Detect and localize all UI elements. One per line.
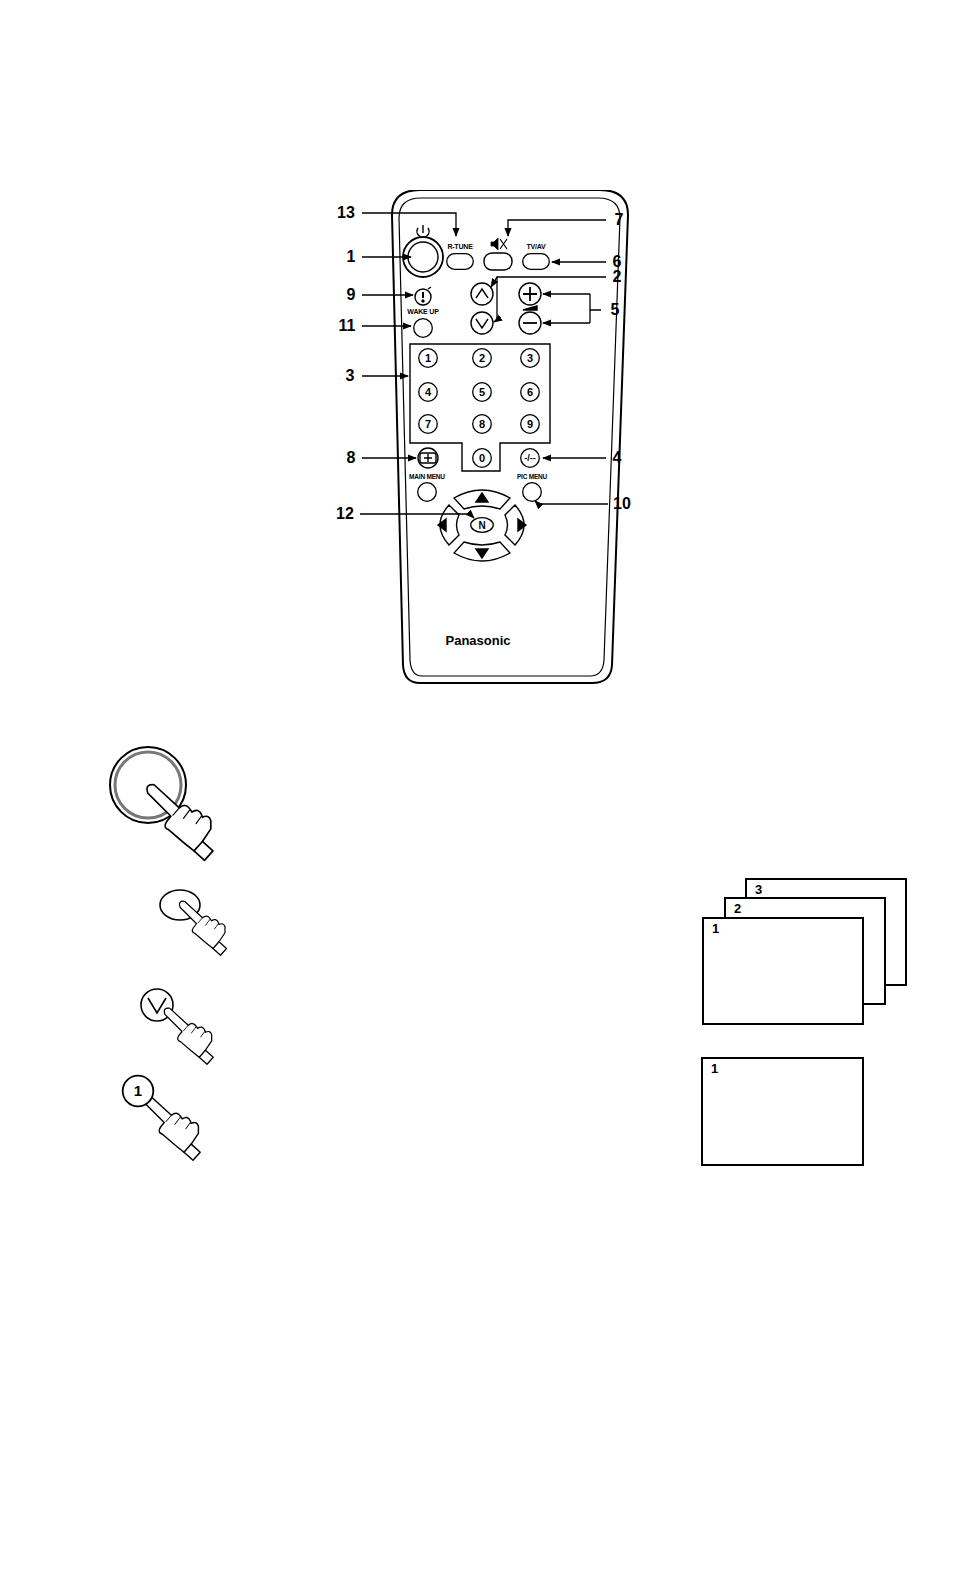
round-button: -/-- [520, 448, 540, 468]
button-outline [417, 482, 437, 502]
callout-number: 6 [613, 254, 622, 270]
callout-number: 7 [615, 212, 624, 228]
remote-outline [388, 190, 629, 684]
button-outline [522, 482, 542, 502]
callout-number: 1 [347, 249, 356, 265]
round-button: 5 [472, 382, 492, 402]
remote-body: Panasonic R-TUNE TV/AV WAKE UP 1 2 3 4 5 6 7 8 9 0 -/-… [388, 190, 629, 684]
button-label: 1 [425, 352, 431, 364]
button-outline [522, 253, 550, 270]
callout-number: 5 [611, 302, 620, 318]
callout-number: 3 [346, 368, 355, 384]
button-outline [446, 253, 474, 270]
round-button: 4 [418, 382, 438, 402]
button-label: 8 [479, 418, 485, 430]
brand-name: Panasonic [445, 634, 510, 648]
button-label: 1 [134, 1083, 142, 1099]
labelled-button: WAKE UP [407, 308, 438, 338]
callout-number: 8 [347, 450, 356, 466]
round-button: 0 [472, 448, 492, 468]
channel-number: 2 [734, 902, 876, 916]
button-outline [413, 318, 433, 338]
round-button: 8 [472, 414, 492, 434]
callout-number: 12 [336, 506, 354, 522]
round-button: 9 [520, 414, 540, 434]
button-label: MAIN MENU [409, 473, 445, 481]
tv-screen: 1 [702, 917, 864, 1025]
button-label: 5 [479, 386, 485, 398]
callout-number: 10 [613, 496, 631, 512]
round-button: 2 [472, 348, 492, 368]
callout-number: 13 [337, 205, 355, 221]
callout-number: 4 [613, 450, 622, 466]
channel-number: 1 [712, 922, 854, 936]
labelled-button: R-TUNE [446, 243, 474, 270]
channel-number: 1 [711, 1062, 854, 1076]
callout-number: 2 [613, 269, 622, 285]
button-label: 3 [527, 352, 533, 364]
labelled-button: MAIN MENU [409, 473, 445, 503]
round-button: 1 [418, 348, 438, 368]
callout-number: 11 [339, 318, 356, 334]
round-button: 1 [122, 1075, 154, 1107]
button-label: R-TUNE [447, 243, 472, 251]
button-label: 6 [527, 386, 533, 398]
labelled-button: TV/AV [522, 243, 550, 270]
button-label: 4 [425, 386, 431, 398]
button-label: 9 [527, 418, 533, 430]
button-label: 7 [425, 418, 431, 430]
round-button: 6 [520, 382, 540, 402]
tv-screen: 1 [701, 1057, 864, 1166]
button-label: PIC MENU [517, 473, 547, 481]
round-button: 7 [418, 414, 438, 434]
nav-button: N [470, 517, 494, 533]
channel-number: 3 [755, 883, 897, 897]
button-label: 2 [479, 352, 485, 364]
button-label: WAKE UP [407, 308, 438, 316]
callout-number: 9 [347, 287, 356, 303]
button-label: -/-- [524, 453, 536, 463]
button-label: TV/AV [526, 243, 545, 251]
round-button: 3 [520, 348, 540, 368]
labelled-button: PIC MENU [517, 473, 547, 503]
button-label: 0 [479, 452, 485, 464]
button-label: N [478, 520, 485, 531]
